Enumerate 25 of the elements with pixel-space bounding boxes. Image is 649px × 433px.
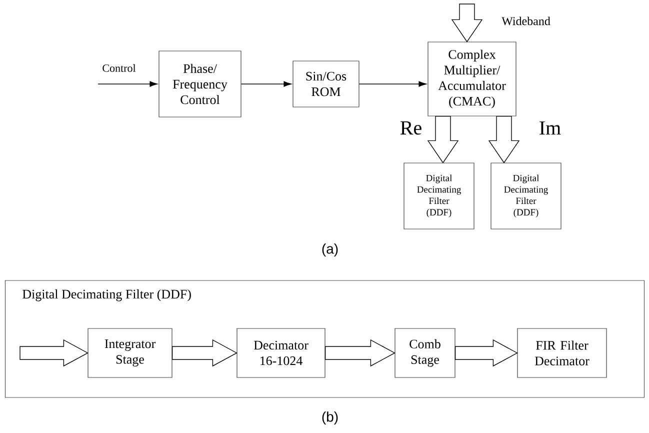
arrow [98, 81, 158, 87]
process-box: FIR Filter Decimator [517, 328, 607, 378]
edge-label: Wideband [500, 16, 552, 26]
block-arrow [20, 339, 88, 367]
block-arrow [427, 116, 459, 164]
block-arrow [488, 116, 520, 164]
process-box: Digital Decimating Filter (DDF) [490, 162, 562, 230]
panel-label: (b) [322, 411, 338, 425]
process-box: Sin/Cos ROM [292, 60, 360, 108]
edge-label: Re [398, 120, 424, 136]
arrow [240, 81, 292, 87]
process-box: Decimator 16-1024 [236, 328, 326, 378]
panel-label: (a) [322, 243, 338, 257]
block-arrow [324, 339, 396, 367]
process-box: Complex Multiplier/ Accumulator (CMAC) [428, 42, 516, 116]
process-box: Integrator Stage [88, 328, 172, 378]
arrow [358, 81, 426, 87]
process-box: Digital Decimating Filter (DDF) [404, 162, 474, 230]
block-arrow [454, 339, 518, 367]
block-arrow [451, 4, 483, 42]
edge-label: Control [101, 63, 137, 73]
process-box: Comb Stage [394, 328, 456, 378]
block-arrow [172, 339, 238, 367]
edge-label: Im [538, 120, 562, 136]
process-box: Phase/ Frequency Control [158, 50, 242, 118]
